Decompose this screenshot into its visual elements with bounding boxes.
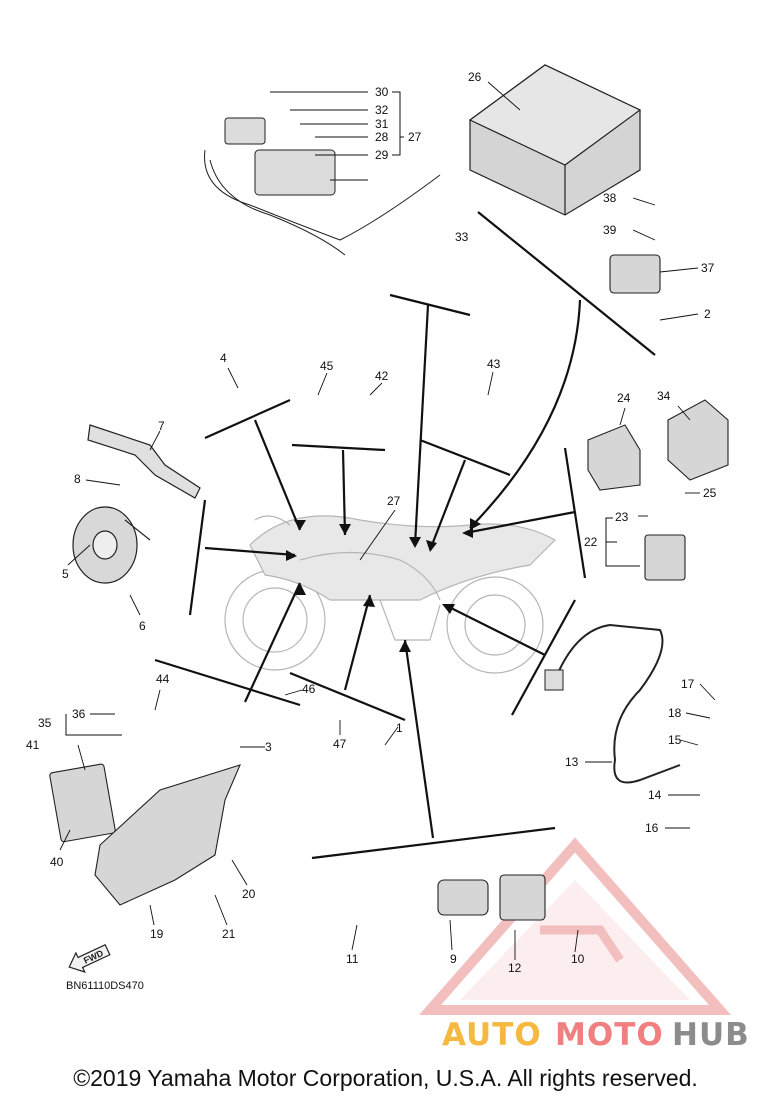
callout-lines bbox=[154, 211, 656, 860]
relays-and-units bbox=[49, 254, 729, 921]
part-label-44: 44 bbox=[156, 672, 170, 686]
part-label-47: 47 bbox=[333, 737, 347, 751]
motorcycle-illustration bbox=[224, 515, 556, 674]
part-labels: 1 2 3 4 5 6 7 8 9 10 11 12 13 14 15 16 1… bbox=[26, 70, 717, 975]
part-label-12: 12 bbox=[508, 961, 522, 975]
part-label-24: 24 bbox=[617, 391, 631, 405]
fuse-box bbox=[204, 117, 441, 256]
leader-lines bbox=[59, 81, 716, 960]
part-label-25: 25 bbox=[703, 486, 717, 500]
part-label-38: 38 bbox=[603, 191, 617, 205]
part-label-41: 41 bbox=[26, 738, 40, 752]
part-label-32: 32 bbox=[375, 103, 389, 117]
part-label-43: 43 bbox=[487, 357, 501, 371]
watermark-moto: MOTO bbox=[555, 1017, 664, 1053]
part-label-31: 31 bbox=[375, 117, 389, 131]
part-label-39: 39 bbox=[603, 223, 617, 237]
part-label-29: 29 bbox=[375, 148, 389, 162]
watermark-hub: HUB bbox=[672, 1017, 750, 1053]
part-label-2: 2 bbox=[704, 307, 711, 321]
part-label-36: 36 bbox=[72, 707, 86, 721]
o2-sensor-wire bbox=[544, 623, 681, 784]
part-label-13: 13 bbox=[565, 755, 579, 769]
part-label-4: 4 bbox=[220, 351, 227, 365]
battery bbox=[468, 64, 642, 216]
group-brackets bbox=[65, 91, 640, 736]
part-label-27-center: 27 bbox=[387, 494, 401, 508]
part-label-11: 11 bbox=[346, 952, 359, 966]
part-label-20: 20 bbox=[242, 887, 256, 901]
part-label-19: 19 bbox=[150, 927, 164, 941]
part-label-22: 22 bbox=[584, 535, 598, 549]
part-label-6: 6 bbox=[139, 619, 146, 633]
horn bbox=[72, 506, 151, 584]
part-label-30: 30 bbox=[375, 85, 389, 99]
part-label-16: 16 bbox=[645, 821, 659, 835]
part-label-46: 46 bbox=[302, 682, 316, 696]
part-label-18: 18 bbox=[668, 706, 682, 720]
part-label-9: 9 bbox=[450, 952, 457, 966]
watermark-logo bbox=[418, 837, 732, 1015]
part-label-26: 26 bbox=[468, 70, 482, 84]
part-label-40: 40 bbox=[50, 855, 64, 869]
part-label-42: 42 bbox=[375, 369, 389, 383]
watermark-text: AUTO MOTO HUB bbox=[442, 1017, 750, 1053]
part-label-27-top: 27 bbox=[408, 130, 422, 144]
copyright-notice: ©2019 Yamaha Motor Corporation, U.S.A. A… bbox=[73, 1065, 698, 1091]
part-label-1: 1 bbox=[396, 721, 403, 735]
fwd-arrow: FWD bbox=[68, 943, 111, 973]
part-label-33: 33 bbox=[455, 230, 469, 244]
part-label-3: 3 bbox=[265, 740, 272, 754]
part-label-17: 17 bbox=[681, 677, 695, 691]
part-label-14: 14 bbox=[648, 788, 662, 802]
drawing-code: BN61110DS470 bbox=[66, 980, 144, 992]
part-label-37: 37 bbox=[701, 261, 715, 275]
part-label-8: 8 bbox=[74, 472, 81, 486]
part-label-10: 10 bbox=[571, 952, 585, 966]
callout-arrowheads bbox=[286, 518, 481, 652]
part-label-15: 15 bbox=[668, 733, 682, 747]
part-label-35: 35 bbox=[38, 716, 52, 730]
part-label-5: 5 bbox=[62, 567, 69, 581]
part-label-45: 45 bbox=[320, 359, 334, 373]
part-label-21: 21 bbox=[222, 927, 236, 941]
part-label-34: 34 bbox=[657, 389, 671, 403]
watermark-auto: AUTO bbox=[442, 1017, 542, 1053]
part-label-7: 7 bbox=[158, 419, 165, 433]
horn-bracket bbox=[87, 424, 201, 499]
part-label-28: 28 bbox=[375, 130, 389, 144]
part-label-23: 23 bbox=[615, 510, 629, 524]
